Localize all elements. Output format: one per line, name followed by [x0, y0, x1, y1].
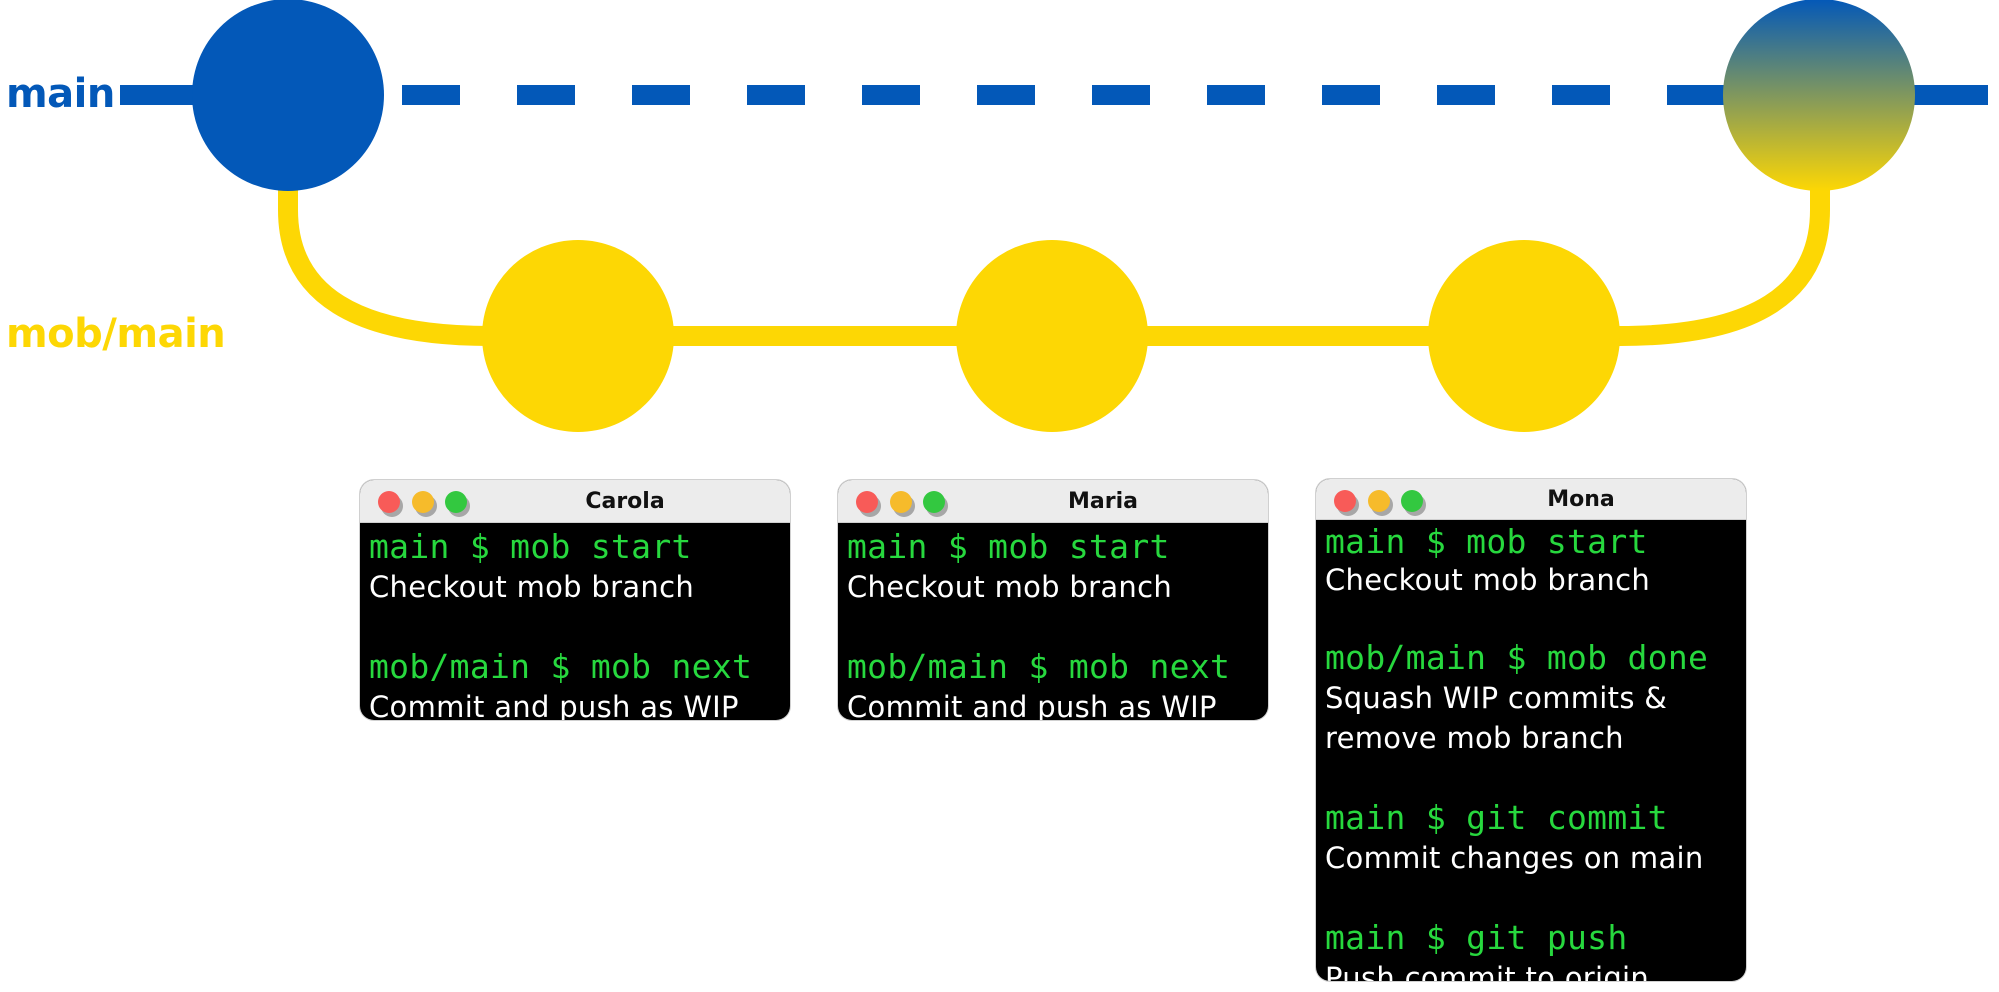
minimize-window-icon[interactable] — [890, 491, 912, 513]
terminal-titlebar[interactable]: Maria — [838, 480, 1268, 523]
main-branch-label: main — [6, 71, 115, 117]
minimize-window-icon[interactable] — [1368, 490, 1390, 512]
maximize-window-icon[interactable] — [1401, 490, 1423, 512]
command-line: main $ git commit — [1325, 798, 1668, 837]
terminal-output[interactable]: main $ mob start Checkout mob branch mob… — [838, 523, 1268, 720]
command-description: Commit changes on main — [1325, 841, 1704, 875]
command-description: Squash WIP commits & — [1325, 681, 1668, 715]
close-window-icon[interactable] — [1334, 490, 1356, 512]
minimize-window-icon[interactable] — [412, 491, 434, 513]
terminal-window-mona: Mona main $ mob start Checkout mob branc… — [1316, 479, 1746, 981]
mob-commit-carola — [482, 240, 674, 432]
command-line: mob/main $ mob done — [1325, 638, 1709, 677]
close-window-icon[interactable] — [856, 491, 878, 513]
command-line: main $ git push — [1325, 918, 1628, 957]
terminal-titlebar[interactable]: Carola — [360, 480, 790, 523]
terminal-title: Mona — [1547, 487, 1615, 512]
mob-branch-label: mob/main — [6, 311, 226, 357]
terminal-output[interactable]: main $ mob start Checkout mob branch mob… — [1316, 520, 1746, 981]
mob-commit-mona — [1428, 240, 1620, 432]
command-line: main $ mob start — [847, 527, 1170, 566]
maximize-window-icon[interactable] — [445, 491, 467, 513]
command-description: Checkout mob branch — [369, 570, 695, 604]
terminal-window-maria: Maria main $ mob start Checkout mob bran… — [838, 480, 1268, 720]
command-description: remove mob branch — [1325, 721, 1624, 755]
command-line: mob/main $ mob next — [847, 647, 1231, 686]
mob-commit-maria — [956, 240, 1148, 432]
terminal-output[interactable]: main $ mob start Checkout mob branch mob… — [360, 523, 790, 720]
terminal-title: Maria — [1068, 489, 1138, 514]
command-description: Checkout mob branch — [1325, 563, 1651, 597]
command-description: Push commit to origin — [1325, 961, 1650, 981]
command-line: main $ mob start — [369, 527, 692, 566]
command-description: Commit and push as WIP — [369, 690, 739, 720]
maximize-window-icon[interactable] — [923, 491, 945, 513]
command-description: Commit and push as WIP — [847, 690, 1217, 720]
main-commit-start — [192, 0, 384, 191]
terminal-titlebar[interactable]: Mona — [1316, 479, 1746, 520]
terminal-window-carola: Carola main $ mob start Checkout mob bra… — [360, 480, 790, 720]
main-commit-merge — [1723, 0, 1915, 191]
close-window-icon[interactable] — [378, 491, 400, 513]
command-line: main $ mob start — [1325, 522, 1648, 561]
command-description: Checkout mob branch — [847, 570, 1173, 604]
command-line: mob/main $ mob next — [369, 647, 753, 686]
terminal-title: Carola — [585, 489, 665, 514]
